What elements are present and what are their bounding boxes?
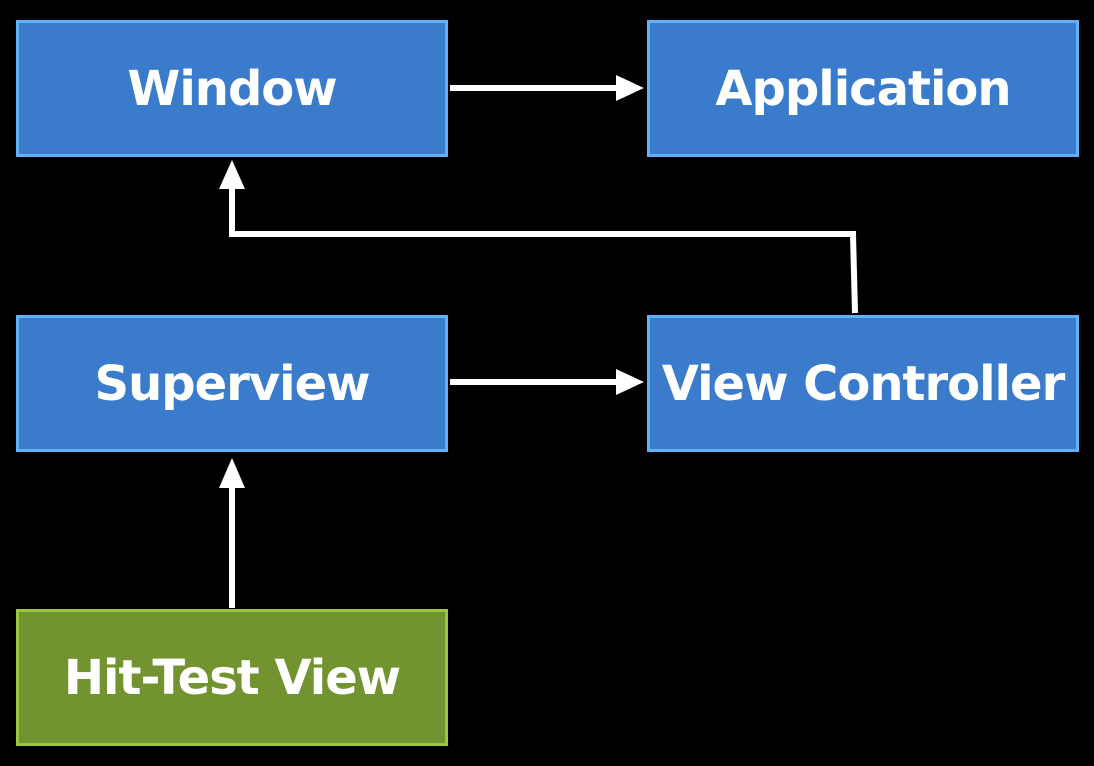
node-hit-test-view-label: Hit-Test View [63,649,401,706]
arrow-viewcontroller-to-window [219,160,858,314]
node-view-controller-label: View Controller [661,355,1065,412]
node-application: Application [647,20,1079,157]
arrow-window-to-application [450,75,644,101]
node-window: Window [16,20,448,157]
node-window-label: Window [127,60,337,117]
arrow-superview-to-viewcontroller [450,369,644,395]
node-view-controller: View Controller [647,315,1079,452]
node-superview-label: Superview [94,355,371,412]
arrow-hittest-to-superview [219,458,245,608]
node-superview: Superview [16,315,448,452]
node-application-label: Application [715,60,1011,117]
node-hit-test-view: Hit-Test View [16,609,448,746]
